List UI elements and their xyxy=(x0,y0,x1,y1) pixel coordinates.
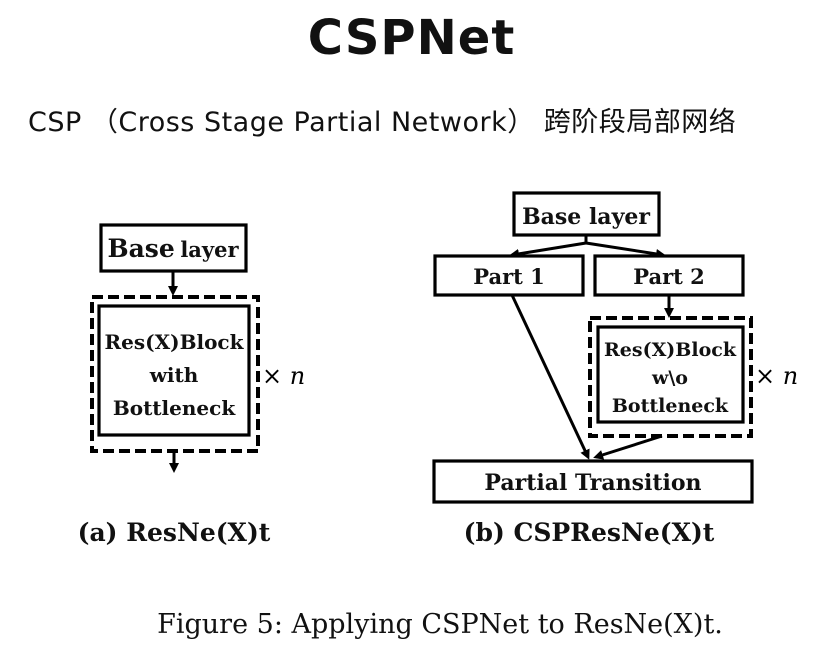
b-part1-box xyxy=(433,254,585,297)
a-resblock-line1: Res(X)Block xyxy=(105,330,245,354)
b-arrow-part1-to-transition xyxy=(510,294,590,460)
b-partial-transition-label: Partial Transition xyxy=(484,470,701,496)
b-caption: (b) CSPResNe(X)t xyxy=(464,518,715,547)
a-base-layer-label: Base layer xyxy=(107,234,239,263)
page-subtitle: CSP （Cross Stage Partial Network） 跨阶段局部网… xyxy=(28,107,737,138)
diagram-a: Base layer Res(X)Block with Bottleneck ×… xyxy=(78,223,305,547)
a-resblock-line2: with xyxy=(149,363,199,387)
b-base-layer-box xyxy=(512,191,661,237)
figure-caption: Figure 5: Applying CSPNet to ResNe(X)t. xyxy=(157,609,723,640)
b-repeat-dashed-frame xyxy=(588,316,753,438)
b-part1-label: Part 1 xyxy=(473,264,545,289)
b-resblock-line1: Res(X)Block xyxy=(604,339,737,361)
diagram-b: Base layer Part 1 Part 2 Res(X)Block w\o… xyxy=(432,191,798,547)
a-repeat-label: × n xyxy=(262,362,305,390)
a-resblock-box xyxy=(97,304,251,437)
b-arrow-to-part1 xyxy=(509,241,587,259)
b-part2-box xyxy=(593,254,745,297)
b-arrow-block-to-transition xyxy=(593,434,663,460)
b-partial-transition-box xyxy=(432,459,754,504)
b-resblock-box xyxy=(596,325,745,424)
b-resblock-line3: Bottleneck xyxy=(612,395,729,417)
a-resblock-line3: Bottleneck xyxy=(113,396,236,420)
b-part2-label: Part 2 xyxy=(633,264,705,289)
page-title: CSPNet xyxy=(307,10,516,66)
b-arrow-to-part2 xyxy=(585,241,666,259)
b-base-layer-label: Base layer xyxy=(522,204,650,230)
b-resblock-line2: w\o xyxy=(651,367,688,389)
a-caption: (a) ResNe(X)t xyxy=(78,518,271,547)
b-repeat-label: × n xyxy=(755,362,798,390)
